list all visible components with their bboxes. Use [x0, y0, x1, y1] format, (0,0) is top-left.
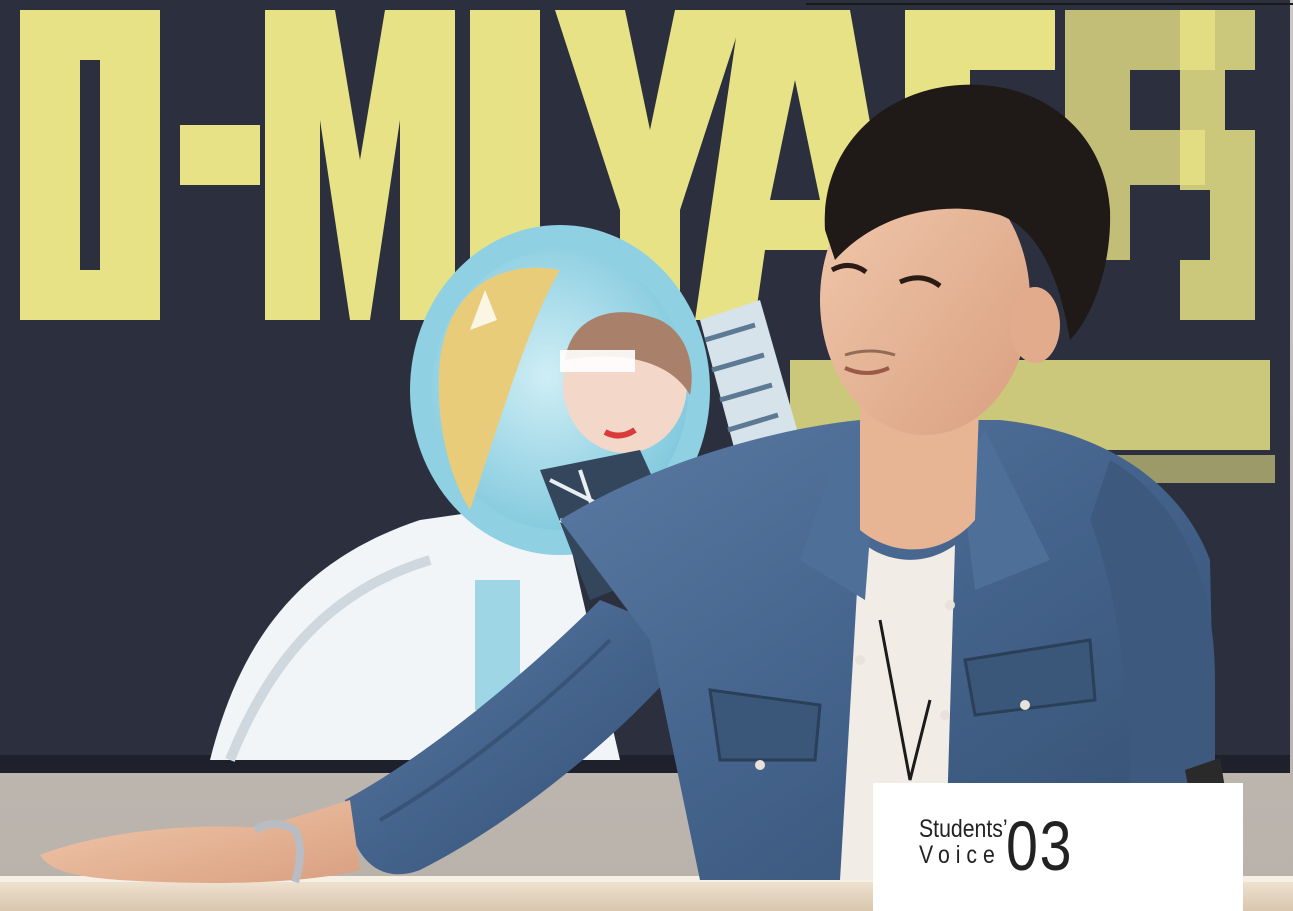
caption-number: 03	[1006, 807, 1074, 885]
caption-line-voice: Voice	[919, 841, 1001, 869]
caption-line-students: Students’	[919, 815, 1008, 843]
caption-box: Students’ Voice 03	[873, 783, 1243, 911]
caption-label: Students’ Voice	[919, 817, 1023, 868]
top-rule	[806, 3, 1293, 5]
person	[40, 84, 1215, 884]
